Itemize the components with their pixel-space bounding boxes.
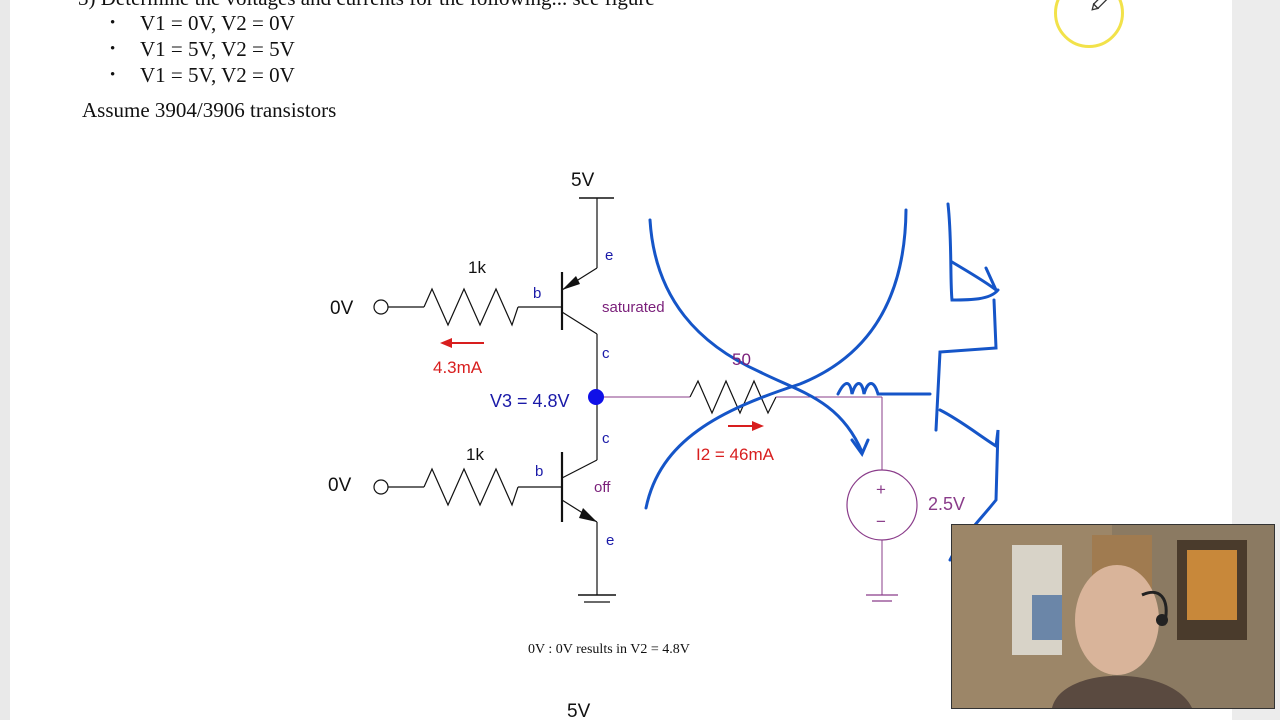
- emitter-arrow-upper: [562, 276, 580, 290]
- pin-b-upper: b: [533, 285, 541, 302]
- ink-symbol-a: [946, 202, 1000, 302]
- input-terminal-lower: [373, 479, 389, 495]
- ink-arrowhead-1: [850, 438, 870, 458]
- cutoff-question-line: 3) Determine the voltages and currents f…: [78, 0, 655, 11]
- ellipse: [1075, 565, 1159, 675]
- collector-lead-upper: [561, 311, 598, 335]
- ink-curve-2: [644, 208, 908, 510]
- resistor-lower: [423, 467, 519, 507]
- ink-zigzag: [836, 382, 932, 396]
- path: [1141, 590, 1168, 626]
- rect: [1187, 550, 1237, 620]
- polygon: [752, 421, 764, 431]
- load-current-label: I2 = 46mA: [696, 445, 775, 464]
- source-plus-sign: +: [876, 480, 886, 499]
- ink-symbol-b: [950, 260, 998, 292]
- bullet-item: •V1 = 5V, V2 = 0V: [110, 63, 295, 87]
- bullet-list: •V1 = 0V, V2 = 0V •V1 = 5V, V2 = 5V •V1 …: [110, 10, 295, 88]
- upper-resistor-label: 1k: [468, 258, 486, 277]
- lower-input-label: 0V: [328, 475, 352, 496]
- upper-current-label: 4.3mA: [433, 358, 483, 377]
- figure-caption: 0V : 0V results in V2 = 4.8V: [528, 642, 690, 657]
- pin-c-upper: c: [602, 345, 610, 362]
- pin-c-lower: c: [602, 430, 610, 447]
- load-resistor: [689, 379, 777, 415]
- bullet-item: •V1 = 5V, V2 = 5V: [110, 37, 295, 61]
- rect: [1032, 595, 1062, 640]
- load-resistor-label: 50: [732, 350, 751, 369]
- ink-curve-1: [648, 218, 864, 454]
- svg: [1091, 0, 1112, 11]
- polygon: [440, 338, 452, 348]
- collector-lead-lower: [561, 459, 598, 479]
- lower-state-label: off: [594, 479, 611, 496]
- webcam-overlay: [951, 524, 1275, 709]
- lower-resistor-label: 1k: [466, 445, 484, 464]
- node-dot: [588, 389, 604, 405]
- upper-input-label: 0V: [330, 298, 354, 319]
- path: [1052, 675, 1192, 708]
- resistor-upper: [423, 287, 519, 327]
- pin-e-upper: e: [605, 247, 613, 264]
- next-figure-supply-label: 5V: [567, 701, 591, 720]
- assumption-text: Assume 3904/3906 transistors: [82, 98, 337, 122]
- ink-symbol-c: [934, 298, 998, 432]
- pin-b-lower: b: [535, 463, 543, 480]
- polygon: [1091, 2, 1100, 11]
- pen-cursor-icon: [1054, 0, 1124, 48]
- source-voltage-label: 2.5V: [928, 494, 965, 514]
- pin-e-lower: e: [606, 532, 614, 549]
- svg: [952, 525, 1274, 708]
- input-terminal-upper: [373, 299, 389, 315]
- source-minus-sign: −: [876, 512, 886, 531]
- supply-label: 5V: [571, 170, 595, 191]
- node-voltage-label: V3 = 4.8V: [490, 391, 570, 411]
- upper-state-label: saturated: [602, 299, 665, 316]
- emitter-arrow-lower: [579, 508, 597, 522]
- bullet-item: •V1 = 0V, V2 = 0V: [110, 11, 295, 35]
